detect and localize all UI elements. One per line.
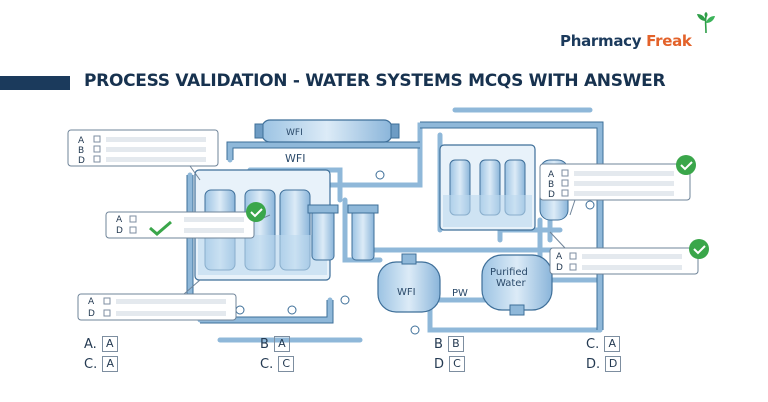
brand-name-part1: Pharmacy <box>560 32 642 50</box>
answer-label: C. <box>260 356 274 372</box>
cartridge-filters <box>307 204 379 261</box>
answer-item: B B <box>434 336 464 352</box>
callout-row-label: B <box>548 180 554 190</box>
callout-mid-left: A D <box>105 202 271 239</box>
callout-row-label: A <box>548 170 555 180</box>
callout-mid-right: A D <box>549 231 709 275</box>
answer-item: C. A <box>84 356 119 372</box>
answer-item: B A <box>260 336 290 352</box>
check-badge-icon <box>676 155 696 175</box>
leaf-icon <box>697 12 715 34</box>
purified-tank-label-2: Water <box>496 278 526 289</box>
answer-box: A <box>273 336 290 352</box>
check-badge-icon <box>689 239 709 259</box>
callout-bottom-left: A D <box>77 279 237 321</box>
page-title: PROCESS VALIDATION - WATER SYSTEMS MCQS … <box>84 71 666 91</box>
answer-box: A <box>102 356 119 372</box>
brand-logo: Pharmacy Freak <box>560 12 730 50</box>
purified-tank-label-1: Purified <box>490 267 528 278</box>
answer-item: C. C <box>260 356 295 372</box>
brand-name: Pharmacy Freak <box>560 32 692 50</box>
purified-water-tank: Purified Water <box>481 254 553 316</box>
callout-row-label: B <box>78 146 84 156</box>
answer-label: B <box>260 336 269 352</box>
top-tank-label: WFI <box>286 128 303 138</box>
answer-item: C. A <box>586 336 621 352</box>
answer-box: A <box>604 336 621 352</box>
callout-row-label: D <box>88 309 95 319</box>
callout-row-label: A <box>78 136 85 146</box>
answer-box: C <box>278 356 295 372</box>
answer-label: C. <box>84 356 98 372</box>
callout-top-right: A B D <box>539 155 696 216</box>
answer-box: B <box>447 336 464 352</box>
answer-label: D. <box>586 356 601 372</box>
answer-key: A. A B A B B C. A C. A C. C D C D. D <box>0 330 768 390</box>
callout-row-label: A <box>556 252 563 262</box>
brand-name-part2: Freak <box>646 32 692 50</box>
answer-label: D <box>434 356 445 372</box>
answer-label: C. <box>586 336 600 352</box>
check-icon <box>149 220 172 236</box>
answer-box: C <box>449 356 466 372</box>
answer-item: A. A <box>84 336 118 352</box>
pw-label: PW <box>452 288 468 299</box>
valve-icons <box>235 170 595 335</box>
callout-top-left: A B D <box>67 129 219 181</box>
wfi-line-label: WFI <box>285 152 305 165</box>
check-badge-icon <box>246 202 266 222</box>
wfi-tank: WFI <box>377 253 441 313</box>
callout-row-label: A <box>88 297 95 307</box>
answer-item: D. D <box>586 356 622 372</box>
answer-box: D <box>605 356 622 372</box>
callout-row-label: D <box>556 263 563 273</box>
callout-row-label: D <box>78 156 85 166</box>
callout-row-label: D <box>548 190 555 200</box>
title-accent-bar <box>0 76 70 90</box>
answer-label: B <box>434 336 443 352</box>
answer-item: D C <box>434 356 466 372</box>
wfi-tank-label: WFI <box>397 287 416 298</box>
callout-row-label: A <box>116 215 123 225</box>
answer-label: A. <box>84 336 97 352</box>
answer-box: A <box>101 336 118 352</box>
callout-row-label: D <box>116 226 123 236</box>
top-tank: WFI <box>254 119 400 143</box>
